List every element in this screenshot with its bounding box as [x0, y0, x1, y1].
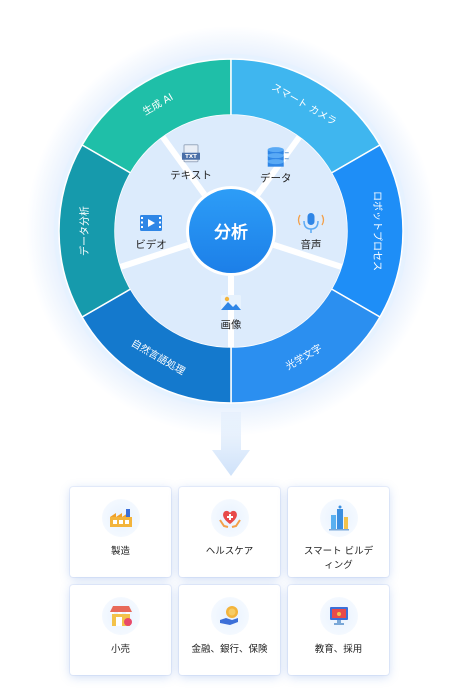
industry-card-smart-building: スマート ビルディング	[288, 487, 389, 577]
retail-store-icon	[101, 597, 140, 635]
inner-dividers	[119, 135, 343, 347]
industry-label: 小売	[110, 644, 130, 655]
center-label: 分析	[214, 222, 248, 243]
industry-label: 教育、採用	[314, 644, 363, 655]
outer-ring-border	[54, 54, 408, 408]
inner-item: TXT テキスト	[170, 144, 212, 182]
inner-item-label: ビデオ	[135, 238, 167, 251]
database-icon	[267, 147, 289, 167]
video-icon	[140, 215, 162, 231]
inner-divider	[160, 135, 207, 197]
inner-item: 音声	[297, 213, 325, 251]
industry-card-healthcare: ヘルスケア	[179, 487, 280, 577]
industry-label: スマート ビルディング	[303, 546, 374, 571]
inner-item: 画像	[221, 295, 242, 331]
inner-item-label: 音声	[301, 238, 322, 251]
image-icon	[221, 295, 241, 310]
inner-divider	[119, 242, 190, 270]
industry-label: ヘルスケア	[205, 546, 254, 557]
factory-icon	[101, 499, 140, 537]
inner-item-label: 画像	[221, 319, 242, 331]
inner-item-label: データ	[260, 172, 292, 185]
inner-item-label: テキスト	[170, 170, 212, 182]
microphone-icon	[297, 213, 325, 233]
center-circle	[189, 189, 273, 273]
industry-card-manufacturing: 製造	[70, 487, 171, 577]
down-arrow	[212, 412, 250, 476]
industry-label: 製造	[110, 546, 130, 557]
industry-card-retail: 小売	[70, 585, 171, 675]
industry-grid: 製造 ヘルスケア スマート ビルディング 小売 金融、銀行、保険 教育、採用	[70, 487, 389, 675]
inner-divider	[272, 242, 343, 270]
inner-item: データ	[260, 147, 292, 185]
finance-icon	[210, 597, 249, 635]
inner-item: ビデオ	[135, 215, 167, 251]
healthcare-icon	[210, 499, 249, 537]
education-icon	[319, 597, 358, 635]
txt-file-icon: TXT	[182, 144, 200, 163]
industry-card-finance: 金融、銀行、保険	[179, 585, 280, 675]
outer-segment-label: ロボットプロセス	[371, 191, 383, 271]
industry-card-education: 教育、採用	[288, 585, 389, 675]
outer-segment-label: データ分析	[78, 206, 91, 256]
industry-label: 金融、銀行、保険	[191, 644, 268, 655]
smart-building-icon	[319, 499, 358, 537]
svg-text:TXT: TXT	[185, 154, 197, 160]
